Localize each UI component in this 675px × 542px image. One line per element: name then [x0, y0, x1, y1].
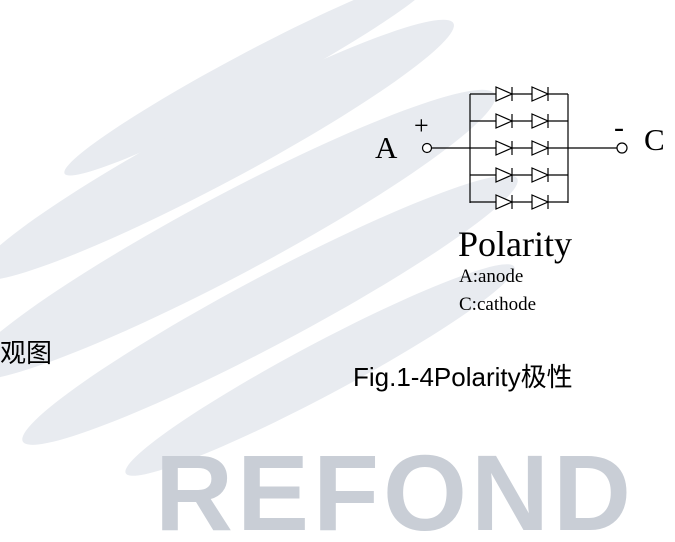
legend-anode: A:anode: [459, 266, 524, 287]
diode-icon: [531, 140, 550, 156]
diode-row: [470, 140, 568, 156]
diode-icon: [495, 140, 514, 156]
diode-icon: [495, 194, 514, 210]
anode-plus-sign: +: [414, 111, 429, 140]
refond-logo-text: REFOND: [155, 432, 635, 542]
cathode-letter: C: [644, 122, 665, 157]
figure-caption: Fig.1-4Polarity极性: [353, 362, 573, 392]
watermark-streaks: [0, 0, 518, 476]
cathode-minus-sign: -: [614, 111, 624, 144]
diode-icon: [495, 167, 514, 183]
cathode-terminal: [616, 142, 628, 154]
left-caption-fragment: 观图: [0, 338, 53, 368]
diode-row: [470, 86, 568, 102]
diode-icon: [531, 86, 550, 102]
diode-row: [470, 194, 568, 210]
diode-icon: [531, 194, 550, 210]
diode-array: [470, 86, 568, 210]
diode-icon: [531, 167, 550, 183]
diode-row: [470, 113, 568, 129]
legend-cathode: C:cathode: [459, 294, 537, 315]
anode-letter: A: [375, 130, 398, 165]
anode-terminal: [421, 142, 433, 154]
diode-row: [470, 167, 568, 183]
diagram-title: Polarity: [458, 224, 572, 264]
diode-icon: [495, 86, 514, 102]
diode-icon: [531, 113, 550, 129]
diode-icon: [495, 113, 514, 129]
